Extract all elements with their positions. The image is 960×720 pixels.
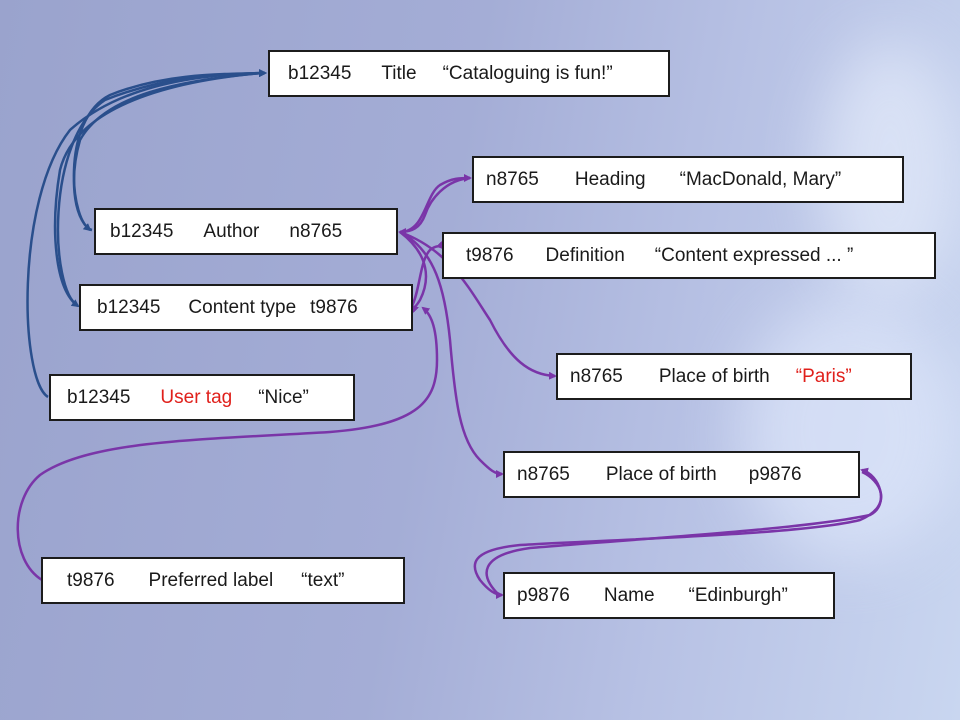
subject-id: n8765 [570, 365, 623, 387]
arrow-author-to-place-p9876 [399, 230, 504, 478]
triple-definition: t9876 Definition “Content expressed ... … [442, 232, 936, 279]
property-label: Name [603, 584, 655, 606]
subject-id: n8765 [486, 168, 539, 190]
value-label: p9876 [748, 463, 802, 485]
property-label: Preferred label [148, 569, 274, 591]
property-label: User tag [160, 386, 233, 408]
arrow-author-to-definition [399, 231, 428, 314]
value-label: “text” [301, 569, 345, 591]
background-glow [740, 300, 960, 560]
arrow-author-to-title [72, 69, 267, 232]
arrow-title-to-author [72, 71, 263, 232]
property-label: Title [381, 62, 417, 84]
triple-author: b12345 Author n8765 [94, 208, 398, 255]
arrow-author-to-paris [399, 230, 557, 380]
arrow-contenttype-to-definition [410, 240, 445, 307]
subject-id: p9876 [517, 584, 570, 606]
subject-id: b12345 [288, 62, 352, 84]
subject-id: t9876 [67, 569, 115, 591]
arrow-name-to-place [485, 467, 883, 597]
value-label: t9876 [310, 296, 358, 318]
triple-place-p9876: n8765 Place of birth p9876 [503, 451, 860, 498]
subject-id: n8765 [517, 463, 570, 485]
value-label: “Content expressed ... ” [654, 244, 854, 266]
subject-id: t9876 [466, 244, 514, 266]
arrow-preferredlabel-to-contenttype [16, 306, 439, 582]
value-label: “MacDonald, Mary” [679, 168, 842, 190]
value-label: “Paris” [795, 365, 852, 387]
arrow-author-to-heading [399, 174, 472, 234]
arrow-heading-to-author [398, 176, 471, 236]
subject-id: b12345 [67, 386, 131, 408]
property-label: Author [203, 220, 260, 242]
triple-heading: n8765 Heading “MacDonald, Mary” [472, 156, 904, 203]
triple-title: b12345 Title “Cataloguing is fun!” [268, 50, 670, 97]
value-label: “Nice” [258, 386, 309, 408]
triple-content-type: b12345 Content type t9876 [79, 284, 413, 331]
property-label: Place of birth [605, 463, 717, 485]
subject-id: b12345 [97, 296, 161, 318]
arrow-title-to-contenttype [53, 71, 263, 308]
subject-id: b12345 [110, 220, 174, 242]
arrow-usertag-to-title [26, 69, 267, 399]
property-label: Content type [188, 296, 297, 318]
triple-preferred-label: t9876 Preferred label “text” [41, 557, 405, 604]
triple-user-tag: b12345 User tag “Nice” [49, 374, 355, 421]
property-label: Definition [545, 244, 625, 266]
arrow-contenttype-to-title [56, 69, 267, 308]
value-label: n8765 [289, 220, 343, 242]
value-label: “Cataloguing is fun!” [442, 62, 613, 84]
triple-name: p9876 Name “Edinburgh” [503, 572, 835, 619]
property-label: Place of birth [658, 365, 770, 387]
value-label: “Edinburgh” [688, 584, 788, 606]
triple-place-paris: n8765 Place of birth “Paris” [556, 353, 912, 400]
property-label: Heading [574, 168, 646, 190]
